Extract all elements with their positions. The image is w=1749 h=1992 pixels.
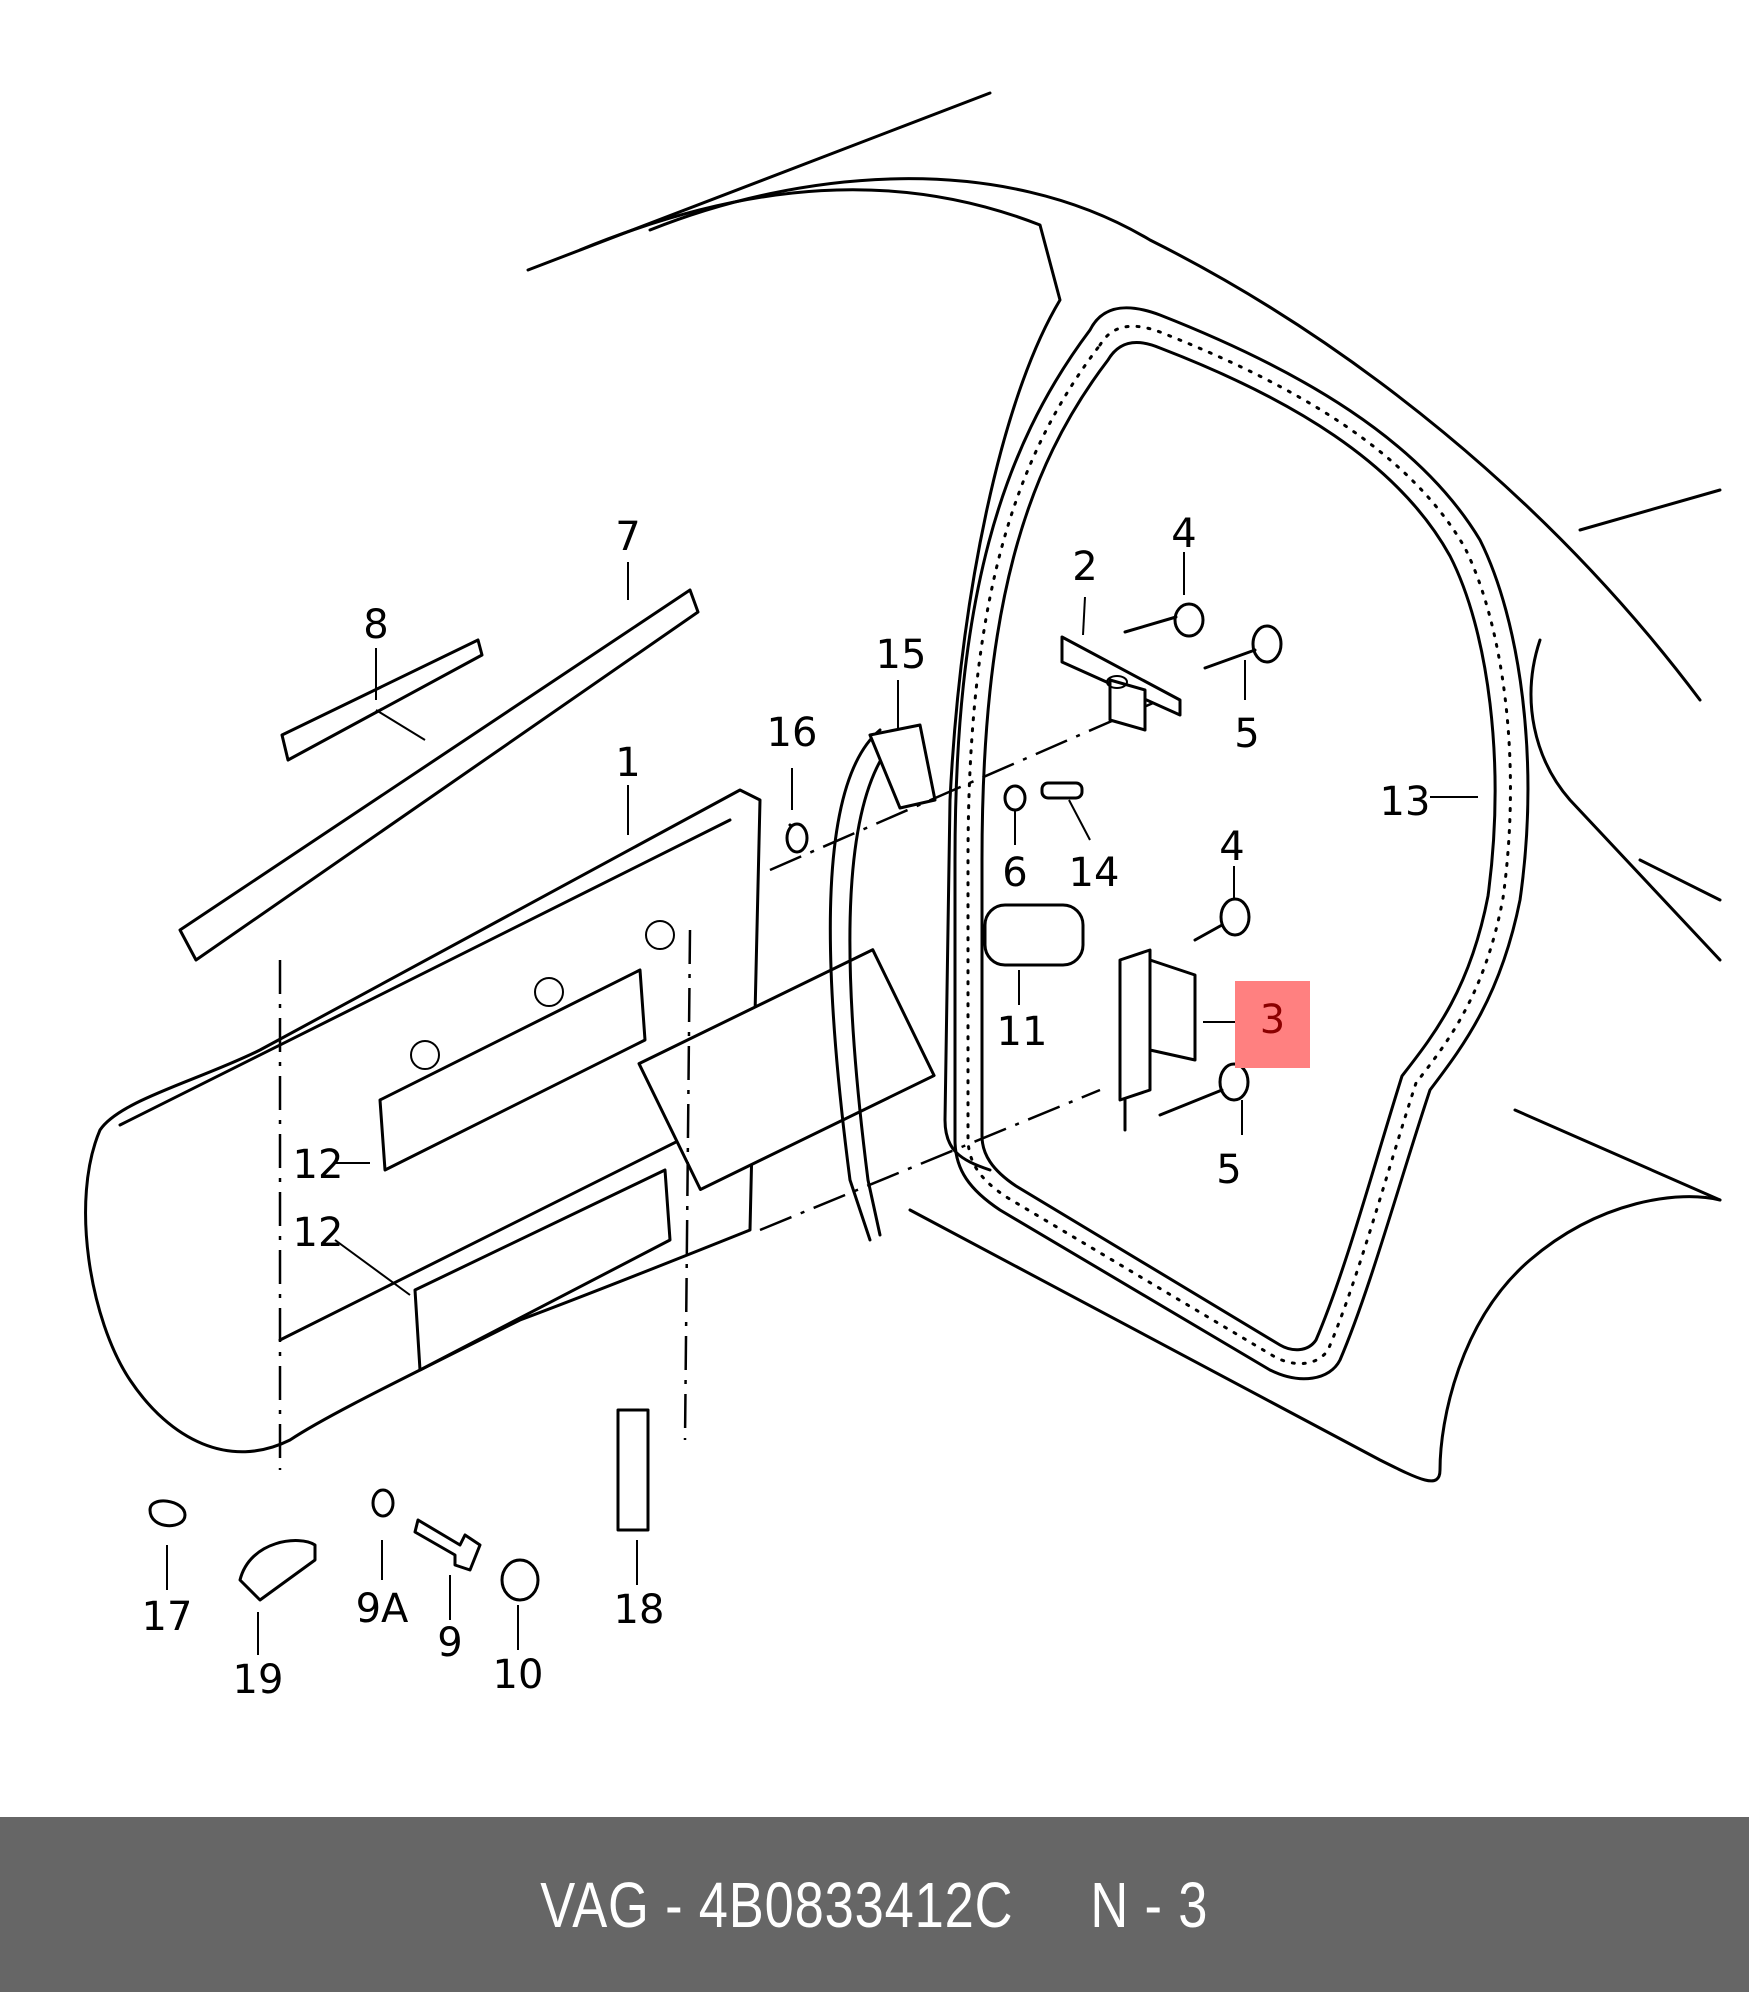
label-12-top: 12 [293,1142,344,1188]
label-5-top: 5 [1234,711,1259,757]
retainer-19 [238,1539,317,1602]
channel-15 [828,728,902,1242]
seal-strip-8 [280,638,484,762]
label-14: 14 [1069,850,1120,896]
grommet-16 [785,822,809,854]
clip-18 [616,1408,650,1532]
leader-lines [166,552,1478,1655]
label-5-bottom: 5 [1216,1147,1241,1193]
door-seal-13 [953,306,1530,1381]
bolt-9 [413,1518,482,1572]
label-3: 3 [1259,997,1286,1043]
label-7: 7 [615,514,640,560]
label-13: 13 [1380,779,1431,825]
hinge-2 [1060,602,1283,732]
label-4-bottom: 4 [1219,824,1244,870]
label-9a: 9A [356,1586,409,1632]
parts-diagram: 7 8 1 2 4 5 15 16 6 14 4 11 5 13 12 12 1… [84,91,1722,1703]
trim-strip-7 [178,588,700,962]
washer-9a [371,1488,395,1518]
label-19: 19 [233,1657,284,1703]
label-1: 1 [615,740,640,786]
highlighted-part-callout[interactable]: 3 [1235,981,1310,1068]
label-2: 2 [1072,544,1097,590]
part-number-caption: VAG - 4B0833412C N - 3 [540,1868,1209,1941]
label-6: 6 [1002,850,1027,896]
label-12-bottom: 12 [293,1210,344,1256]
label-9: 9 [437,1620,462,1666]
clip-17 [148,1499,187,1528]
label-4-top: 4 [1171,511,1196,557]
spring-14 [1040,781,1084,800]
car-body-outline [526,91,1722,1483]
cap-10 [500,1558,540,1602]
hinge-3 [1118,897,1251,1132]
label-8: 8 [363,602,388,648]
label-16: 16 [767,710,818,756]
label-18: 18 [614,1587,665,1633]
bump-stop-6 [1003,784,1027,812]
label-10: 10 [493,1652,544,1698]
part-info-footer: VAG - 4B0833412C N - 3 [0,1817,1749,1992]
label-15: 15 [876,632,927,678]
door-panel-1 [84,788,936,1454]
label-11: 11 [997,1009,1048,1055]
label-17: 17 [142,1594,193,1640]
foam-pad-11 [983,903,1085,967]
